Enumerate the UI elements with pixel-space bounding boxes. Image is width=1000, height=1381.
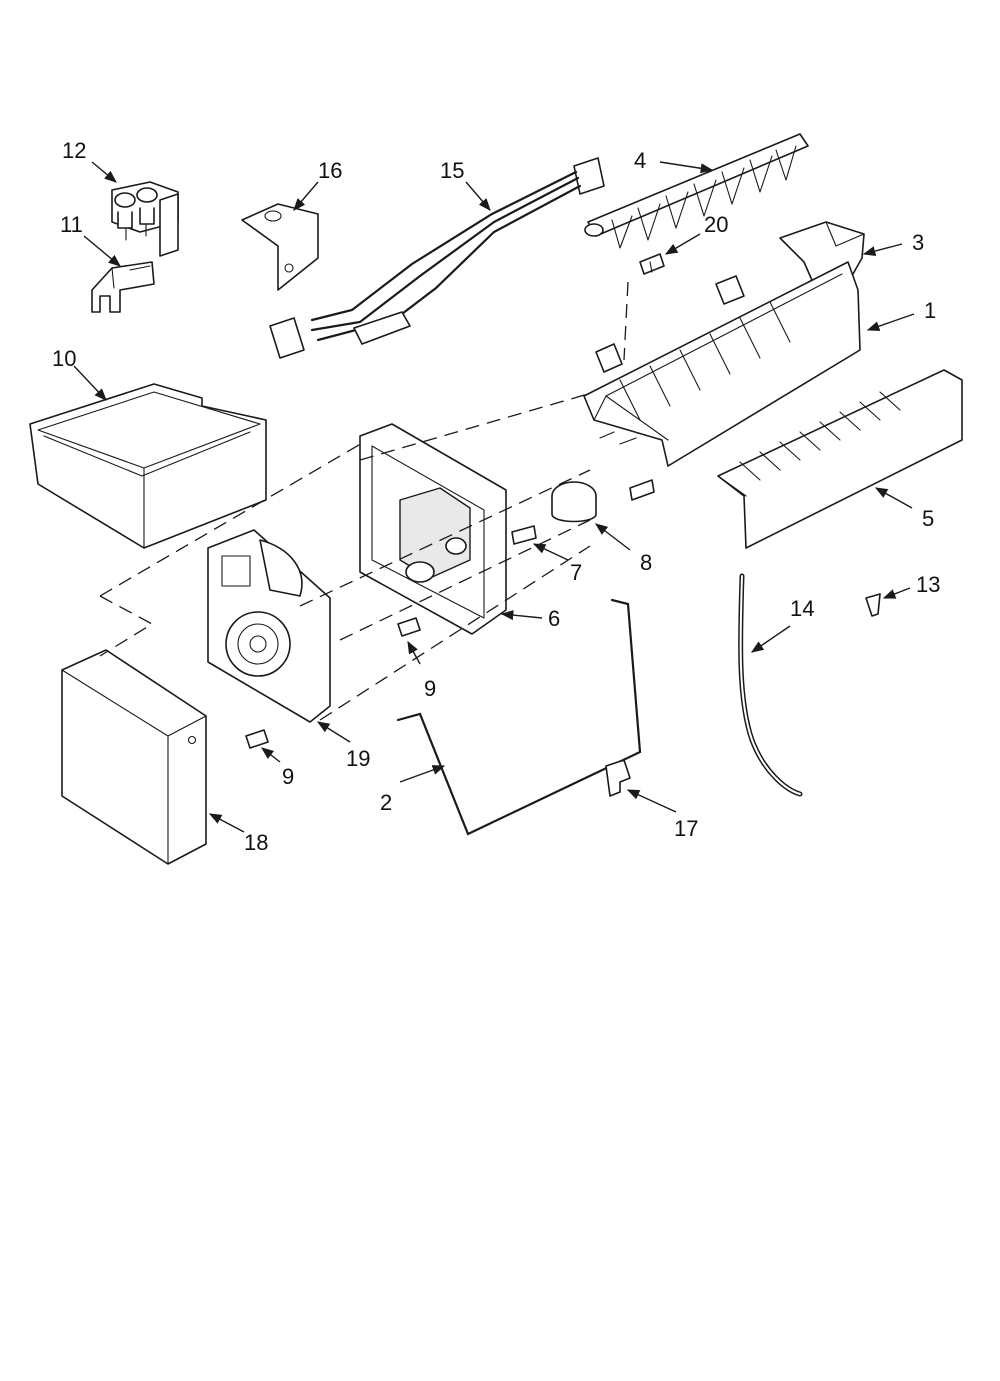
wire-harness-part-15 [269, 157, 605, 359]
callout-10: 10 [52, 346, 76, 371]
callout-20: 20 [704, 212, 728, 237]
callout-4: 4 [634, 148, 646, 173]
callout-19: 19 [346, 746, 370, 771]
callout-17: 17 [674, 816, 698, 841]
callout-13: 13 [916, 572, 940, 597]
callout-9-lower: 9 [282, 764, 294, 789]
callout-16: 16 [318, 158, 342, 183]
valve-bracket-part-11 [91, 261, 155, 313]
callout-8: 8 [640, 550, 652, 575]
feeler-arm-part-2 [396, 598, 642, 836]
water-valve-part-12 [111, 181, 179, 257]
callout-15: 15 [440, 158, 464, 183]
tube-part-14 [738, 573, 803, 797]
screw-part-9-upper [397, 617, 421, 637]
callout-7: 7 [570, 560, 582, 585]
screw-part-20 [639, 253, 665, 275]
plug-part-13 [865, 593, 881, 617]
thermostat-part-8 [551, 431, 655, 523]
screw-part-9-lower [245, 729, 269, 749]
callout-1: 1 [924, 298, 936, 323]
callout-6: 6 [548, 606, 560, 631]
callout-11: 11 [60, 212, 83, 237]
callout-labels: 12 11 16 15 4 20 3 1 10 5 7 8 13 6 14 9 … [52, 138, 940, 855]
callout-12: 12 [62, 138, 86, 163]
callout-18: 18 [244, 830, 268, 855]
callout-14: 14 [790, 596, 814, 621]
alignment-lines [99, 281, 629, 721]
ice-bin-part-10 [29, 383, 267, 549]
motor-plate-part-19 [207, 529, 331, 723]
callout-3: 3 [912, 230, 924, 255]
leader-lines [73, 161, 915, 833]
fastener-part-7 [511, 525, 537, 545]
callout-5: 5 [922, 506, 934, 531]
housing-part-6 [359, 423, 507, 635]
ejector-part-4 [584, 133, 809, 249]
front-cover-part-18 [61, 649, 207, 865]
callout-2: 2 [380, 790, 392, 815]
harness-bracket-part-16 [241, 203, 319, 291]
ice-mold-part-1 [583, 261, 861, 467]
shield-part-5 [717, 369, 963, 549]
callout-9-upper: 9 [424, 676, 436, 701]
clip-part-17 [605, 759, 631, 797]
